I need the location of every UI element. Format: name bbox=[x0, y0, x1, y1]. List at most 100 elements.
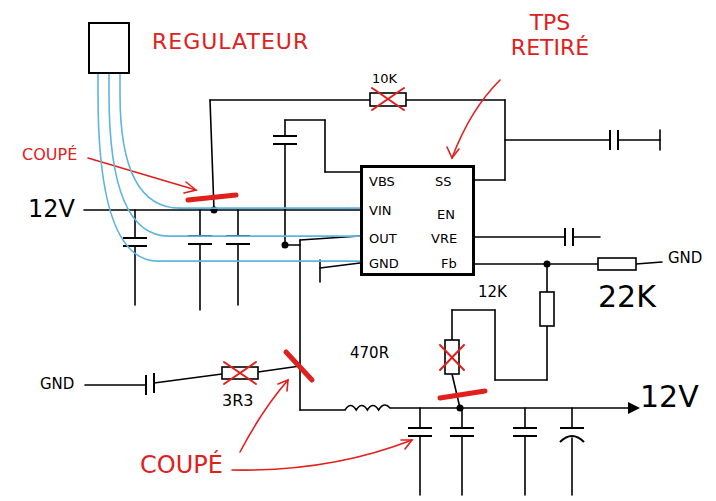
annotation-arrow bbox=[88, 80, 500, 470]
annotation-arrow bbox=[184, 182, 196, 193]
regulator-heading: REGULATEUR bbox=[152, 30, 309, 54]
wire bbox=[419, 408, 421, 428]
resistor-symbol bbox=[598, 258, 636, 270]
wire bbox=[419, 436, 421, 495]
removed-mark bbox=[224, 362, 256, 384]
wire bbox=[494, 310, 496, 380]
junction-dot bbox=[457, 405, 464, 412]
wire bbox=[475, 236, 565, 238]
capacitor-symbol bbox=[226, 243, 250, 245]
capacitor-symbol bbox=[609, 130, 611, 150]
wire bbox=[571, 438, 573, 495]
resistor-symbol bbox=[540, 292, 554, 326]
wire bbox=[300, 409, 345, 411]
output-arrow bbox=[628, 402, 640, 414]
wire bbox=[210, 100, 214, 210]
cut-mark bbox=[188, 195, 236, 200]
output-arrow bbox=[628, 402, 640, 414]
wire bbox=[505, 139, 610, 141]
wire bbox=[571, 408, 573, 428]
resistor-value: 12K bbox=[478, 284, 507, 301]
wire bbox=[237, 210, 239, 236]
pin-name: Fb bbox=[441, 257, 457, 271]
cut-mark bbox=[440, 391, 485, 398]
wire bbox=[84, 100, 662, 495]
jumper-wire bbox=[120, 74, 360, 208]
regulator-package: REGULATEUR bbox=[88, 22, 130, 74]
capacitor-symbol bbox=[564, 228, 566, 246]
annotation-arrow bbox=[447, 147, 459, 158]
wire bbox=[285, 119, 325, 121]
inductor-symbol bbox=[345, 405, 390, 410]
jumper-wire bbox=[98, 74, 360, 261]
wire bbox=[84, 209, 360, 211]
annotation-note: COUPÉ bbox=[140, 452, 223, 480]
wire bbox=[406, 99, 505, 101]
capacitor-symbol bbox=[513, 427, 537, 429]
wire bbox=[284, 144, 286, 245]
capacitor-symbol bbox=[450, 435, 474, 437]
voltage-label: 12V bbox=[28, 196, 75, 224]
capacitor-symbol bbox=[572, 228, 574, 246]
removed-mark bbox=[372, 88, 404, 110]
resistor-value: 3R3 bbox=[222, 392, 253, 410]
jumper-wire bbox=[98, 74, 360, 261]
wire bbox=[495, 379, 547, 381]
resistor-value: 10K bbox=[372, 72, 397, 87]
removed-mark bbox=[440, 345, 464, 370]
junction-dot bbox=[211, 207, 551, 412]
annotation-arrow bbox=[232, 440, 412, 470]
wire bbox=[451, 310, 453, 340]
pin-name: EN bbox=[437, 208, 455, 222]
pin-name: OUT bbox=[369, 232, 397, 246]
pin-name: VRE bbox=[431, 232, 457, 246]
capacitor-symbol bbox=[123, 130, 618, 442]
ground-label: GND bbox=[668, 250, 702, 267]
capacitor-symbol bbox=[560, 436, 584, 442]
annotation-arrow bbox=[278, 380, 288, 391]
wire bbox=[324, 120, 326, 172]
jumper-wire bbox=[109, 74, 360, 236]
capacitor-symbol bbox=[560, 427, 584, 429]
junction-dot bbox=[544, 261, 551, 268]
voltage-label: 12V bbox=[640, 380, 699, 415]
wire bbox=[524, 436, 526, 495]
wire bbox=[659, 130, 661, 150]
wire bbox=[319, 260, 321, 282]
junction-dot bbox=[282, 242, 289, 249]
wire bbox=[452, 309, 495, 311]
wire bbox=[475, 179, 505, 181]
removed-mark bbox=[440, 345, 464, 370]
capacitor-symbol bbox=[408, 435, 432, 437]
wire bbox=[461, 436, 463, 495]
resistor-value: 470R bbox=[350, 345, 389, 362]
removed-mark bbox=[224, 362, 256, 384]
annotation-arrow bbox=[401, 440, 412, 449]
wire bbox=[134, 210, 136, 238]
capacitor-symbol bbox=[273, 135, 297, 137]
jumper-wire bbox=[120, 74, 360, 208]
annotation-note: TPS RETIRÉ bbox=[490, 10, 610, 61]
capacitor-symbol bbox=[123, 237, 147, 239]
capacitor-symbol bbox=[513, 435, 537, 437]
wire bbox=[524, 408, 526, 428]
capacitor-symbol bbox=[617, 130, 619, 150]
wire bbox=[210, 99, 370, 101]
wire bbox=[85, 384, 146, 386]
wire bbox=[546, 264, 548, 292]
chip-outline: VBSSSVINENOUTVREGNDFb bbox=[360, 165, 475, 276]
inductor-symbol bbox=[345, 405, 390, 410]
wire bbox=[154, 374, 222, 383]
wire bbox=[325, 171, 360, 173]
resistor-value: 22K bbox=[598, 280, 656, 315]
pin-name: VBS bbox=[369, 175, 395, 189]
wire bbox=[573, 236, 600, 238]
capacitor-symbol bbox=[273, 143, 297, 145]
wire bbox=[452, 374, 460, 408]
cut-mark bbox=[286, 352, 312, 380]
wire bbox=[299, 240, 301, 410]
capacitor-symbol bbox=[450, 427, 474, 429]
capacitor-symbol bbox=[145, 375, 147, 395]
wire bbox=[237, 244, 239, 305]
